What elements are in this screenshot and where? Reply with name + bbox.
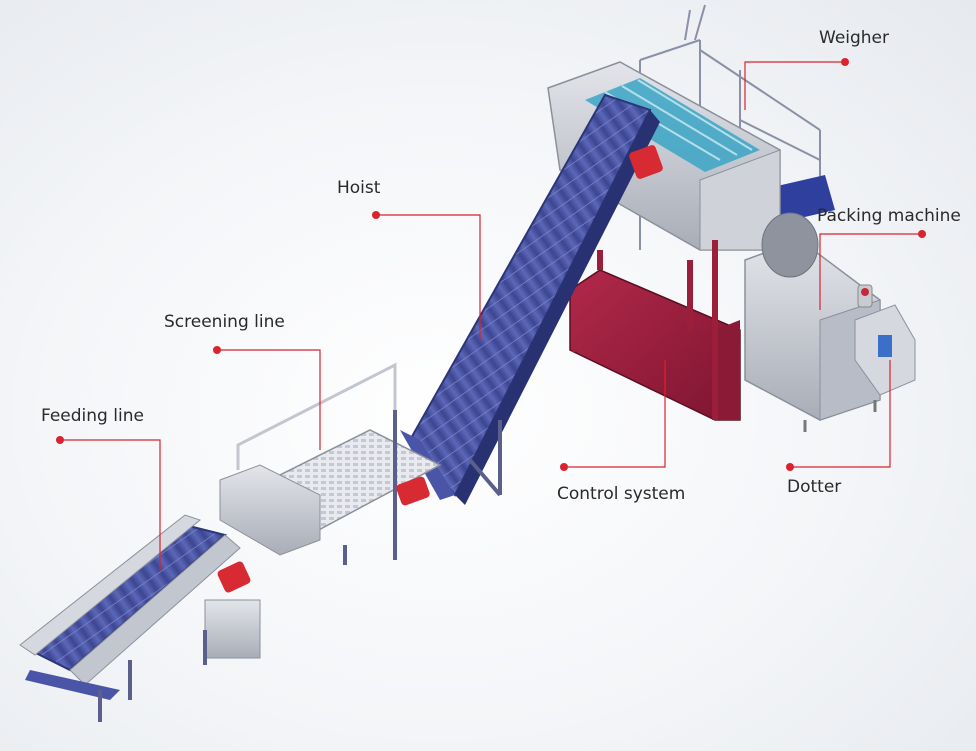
- label-hoist: Hoist: [337, 178, 381, 198]
- leader-feeding-line: [60, 439, 161, 570]
- leader-hoist: [376, 214, 481, 340]
- screening-line: [219, 362, 442, 565]
- leader-dotter: [790, 360, 891, 468]
- dot-hoist: [372, 211, 380, 219]
- label-weigher: Weigher: [819, 28, 890, 48]
- feeding-line: [19, 514, 261, 722]
- leader-weigher: [744, 61, 845, 110]
- dot-control-system: [560, 463, 568, 471]
- dot-screening-line: [213, 346, 221, 354]
- leader-control-system: [564, 360, 666, 468]
- dot-dotter: [786, 463, 794, 471]
- label-packing-machine: Packing machine: [817, 206, 961, 226]
- leader-packing-machine: [819, 233, 922, 310]
- dot-packing-machine: [918, 230, 926, 238]
- dot-feeding-line: [56, 436, 64, 444]
- dotter-unit: [854, 284, 916, 396]
- label-screening-line: Screening line: [164, 312, 285, 332]
- label-control-system: Control system: [557, 484, 686, 504]
- control-cabinet: [569, 240, 741, 421]
- dot-weigher: [841, 58, 849, 66]
- leader-screening-line: [217, 349, 321, 450]
- label-dotter: Dotter: [787, 477, 842, 497]
- label-feeding-line: Feeding line: [41, 406, 144, 426]
